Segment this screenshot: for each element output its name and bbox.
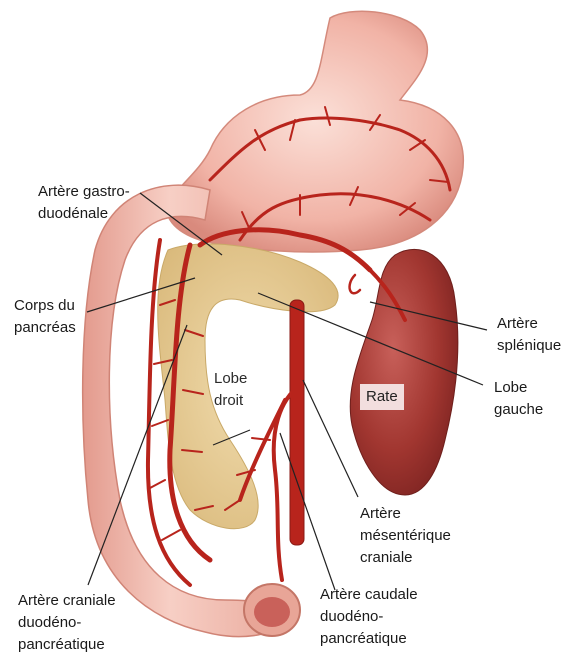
label-lobe-gauche: Lobe gauche bbox=[494, 377, 543, 421]
stomach bbox=[167, 11, 463, 252]
leader-mesenterique bbox=[303, 380, 358, 497]
label-splenic-artery: Artère splénique bbox=[497, 313, 561, 357]
spleen bbox=[350, 249, 458, 495]
label-cranial-artery: Artère craniale duodéno- pancréatique bbox=[18, 590, 116, 653]
label-caudal-artery: Artère caudale duodéno- pancréatique bbox=[320, 584, 418, 650]
pancreas bbox=[158, 244, 338, 529]
label-corps-pancreas: Corps du pancréas bbox=[14, 295, 76, 339]
mesenteric-artery bbox=[290, 300, 304, 545]
leader-caudale bbox=[280, 433, 335, 590]
label-mesenteric-artery: Artère mésentérique craniale bbox=[360, 503, 451, 569]
label-gastroduodenal-artery: Artère gastro- duodénale bbox=[38, 181, 130, 225]
label-lobe-droit: Lobe droit bbox=[214, 368, 247, 412]
label-rate: Rate bbox=[360, 384, 404, 410]
